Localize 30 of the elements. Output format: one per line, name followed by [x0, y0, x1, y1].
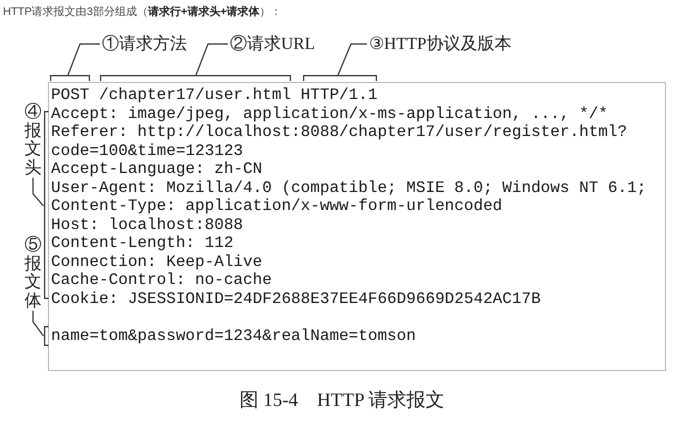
leader-line	[32, 178, 44, 206]
header-line: Content-Length: 112	[51, 234, 234, 252]
body-line: name=tom&password=1234&realName=tomson	[51, 326, 416, 345]
bracket	[50, 75, 90, 81]
message-box	[48, 82, 666, 371]
header-line: Accept-Language: zh-CN	[51, 160, 262, 178]
callout-label: ①请求方法	[100, 34, 187, 54]
header-line: Cookie: JSESSIONID=24DF2688E37EE4F66D9669D2542AC17B	[51, 290, 541, 308]
callout-label: ③HTTP协议及版本	[367, 34, 512, 54]
callout-label: ②请求URL	[228, 34, 315, 54]
leader-line	[67, 43, 100, 76]
side-label: ⑤报文体	[24, 236, 42, 311]
leader-line	[337, 43, 367, 76]
bracket	[303, 75, 377, 81]
header-line: User-Agent: Mozilla/4.0 (compatible; MSIE 8.0; Windows NT 6.1;	[51, 178, 646, 197]
header-line: Host: localhost:8088	[51, 216, 244, 234]
header-line: Connection: Keep-Alive	[51, 252, 262, 271]
header-line: Accept: image/jpeg, application/x-ms-application, ..., */*	[51, 104, 608, 123]
side-label: ④报文头	[24, 103, 42, 178]
leader-line	[195, 43, 228, 76]
bracket	[44, 326, 48, 346]
figure-caption: 图 15-4 HTTP 请求报文	[239, 389, 445, 413]
header-line: Cache-Control: no-cache	[51, 271, 272, 290]
bracket	[100, 75, 291, 81]
bracket	[44, 111, 48, 299]
request-line: POST /chapter17/user.html HTTP/1.1	[51, 86, 378, 104]
heading: HTTP请求报文由3部分组成（请求行+请求头+请求体）：	[3, 5, 282, 19]
leader-line	[32, 310, 44, 336]
header-line: Referer: http://localhost:8088/chapter17/user/register.html? code=100&time=123123	[51, 123, 628, 160]
header-line: Content-Type: application/x-www-form-urlencoded	[51, 197, 502, 216]
